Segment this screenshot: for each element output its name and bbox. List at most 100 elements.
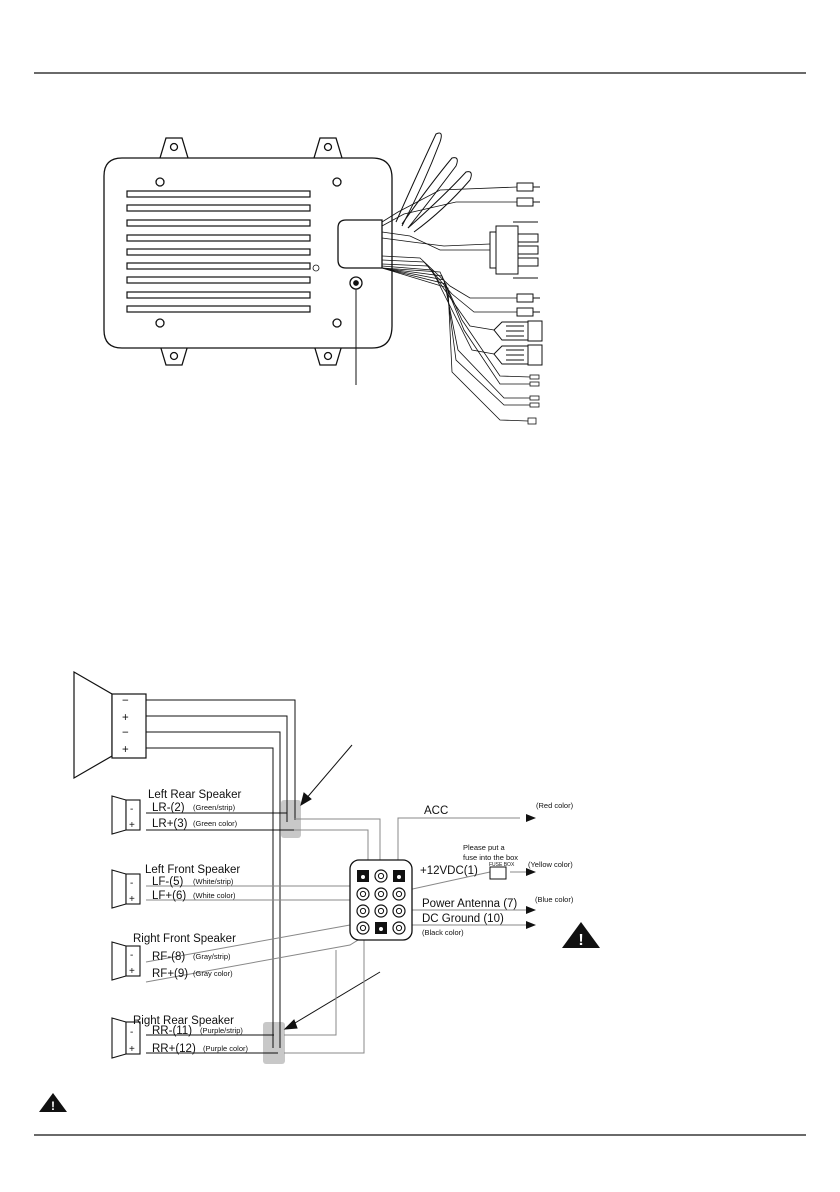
right-rear-pos-label: RR+(12)	[152, 1043, 196, 1055]
left-rear-pos-color: (Green color)	[193, 819, 238, 828]
left-front-neg-label: LF-(5)	[152, 876, 183, 888]
connector-pins	[356, 869, 406, 935]
harness-wire	[381, 267, 530, 385]
small-speaker-icon: -+	[111, 869, 141, 909]
right-front-neg-label: RF-(8)	[152, 951, 185, 963]
warning-icon-mark-2: !	[51, 1099, 55, 1113]
heatsink-vents	[126, 190, 311, 313]
main-speaker-sign-3: −	[122, 727, 129, 739]
harness-wire	[381, 267, 531, 378]
connector-pin-hole	[397, 875, 401, 879]
terminal-plus-sign: +	[129, 1044, 135, 1055]
connector-pin-inner	[359, 890, 367, 898]
connector-pin-inner	[395, 907, 403, 915]
connector-pin-inner	[377, 872, 385, 880]
harness-wire	[381, 263, 495, 331]
vent-slot	[126, 262, 311, 270]
connector-pin-inner	[377, 907, 385, 915]
fuse-note-line-1: Please put a	[463, 843, 506, 852]
left-rear-speaker-title: Left Rear Speaker	[148, 789, 242, 801]
splice-highlight-top	[281, 800, 301, 838]
left-rear-neg-color: (Green/strip)	[193, 803, 236, 812]
main-speaker-sign-2: +	[122, 712, 129, 724]
vent-slot	[126, 291, 311, 299]
harness-wire	[381, 265, 495, 355]
harness-wire	[381, 267, 529, 422]
vent-slot	[126, 276, 311, 284]
harness-wire	[381, 267, 530, 406]
right-rear-neg-label: RR-(11)	[152, 1025, 192, 1037]
right-rear-speaker-title: Right Rear Speaker	[133, 1015, 234, 1027]
main-speaker-icon	[73, 670, 147, 780]
terminal-plus-sign: +	[129, 820, 135, 831]
speaker-trunk-wires	[146, 699, 296, 1054]
antenna-label: Power Antenna (7)	[422, 898, 517, 910]
ground-label: DC Ground (10)	[422, 913, 504, 925]
right-front-neg-color: (Gray/strip)	[193, 952, 231, 961]
rca-plug-icon	[516, 182, 540, 317]
connector-pin-inner	[395, 924, 403, 932]
small-speakers: -+-+-+-+	[111, 795, 141, 1059]
speaker-connector-icon	[493, 320, 543, 366]
vent-slot	[126, 248, 311, 256]
harness-wire	[381, 237, 491, 247]
connector-pin-inner	[359, 907, 367, 915]
harness-wire	[381, 255, 517, 299]
terminal-plus-sign: +	[129, 966, 135, 977]
warning-icon: !	[39, 1093, 67, 1113]
terminal-plus-sign: +	[129, 894, 135, 905]
connector-pin-inner	[395, 890, 403, 898]
left-front-pos-color: (White color)	[193, 891, 236, 900]
small-speaker-icon: -+	[111, 1017, 141, 1059]
ground-color-label: (Black color)	[422, 928, 464, 937]
left-front-pos-label: LF+(6)	[152, 890, 186, 902]
harness-wire	[381, 259, 517, 313]
harness-wire	[381, 186, 518, 223]
warning-icon-mark-1: !	[578, 932, 583, 949]
harness-plug	[337, 219, 383, 269]
right-front-pos-label: RF+(9)	[152, 968, 188, 980]
left-rear-neg-label: LR-(2)	[152, 802, 185, 814]
terminal-minus-sign: -	[130, 950, 133, 961]
right-front-pos-color: (Gray color)	[193, 969, 233, 978]
acc-label: ACC	[424, 805, 448, 817]
main-speaker-sign-4: +	[122, 744, 129, 756]
fuse-box-label: FUSE BOX	[489, 862, 515, 868]
vent-slot	[126, 305, 311, 313]
right-rear-neg-color: (Purple/strip)	[200, 1026, 243, 1035]
vent-slot	[126, 234, 311, 242]
left-rear-pos-label: LR+(3)	[152, 818, 188, 830]
left-front-neg-color: (White/strip)	[193, 877, 234, 886]
antenna-wire-loops	[395, 132, 472, 233]
fuse-box-icon	[489, 866, 507, 880]
acc-color-label: (Red color)	[536, 801, 574, 810]
antenna-color-label: (Blue color)	[535, 895, 574, 904]
vent-slot	[126, 190, 311, 198]
main-speaker-sign-1: −	[122, 695, 129, 707]
small-speaker-icon: -+	[111, 941, 141, 981]
right-rear-pos-color: (Purple color)	[203, 1044, 249, 1053]
small-speaker-icon: -+	[111, 795, 141, 835]
harness-wire	[381, 201, 517, 227]
terminal-minus-sign: -	[130, 1027, 133, 1038]
arrowheads	[526, 814, 536, 929]
right-front-speaker-title: Right Front Speaker	[133, 933, 236, 945]
vent-slot	[126, 204, 311, 212]
iso-connector-icon	[489, 221, 539, 279]
connector-pin-hole	[361, 875, 365, 879]
connector-pin-inner	[377, 890, 385, 898]
harness-wire	[381, 267, 530, 399]
harness-wires	[381, 186, 531, 422]
battery-label: +12VDC(1)	[420, 865, 478, 877]
connector-pin-hole	[379, 927, 383, 931]
terminal-minus-sign: -	[130, 804, 133, 815]
warning-icon: !	[562, 922, 600, 949]
battery-color-label: (Yellow color)	[528, 860, 573, 869]
annotation-arrows	[283, 744, 381, 1030]
connector-pin-inner	[359, 924, 367, 932]
fuse-note-line-2: fuse into the box	[463, 853, 518, 862]
wire-terminals	[527, 374, 540, 425]
left-front-speaker-title: Left Front Speaker	[145, 864, 240, 876]
harness-wire	[381, 231, 490, 251]
